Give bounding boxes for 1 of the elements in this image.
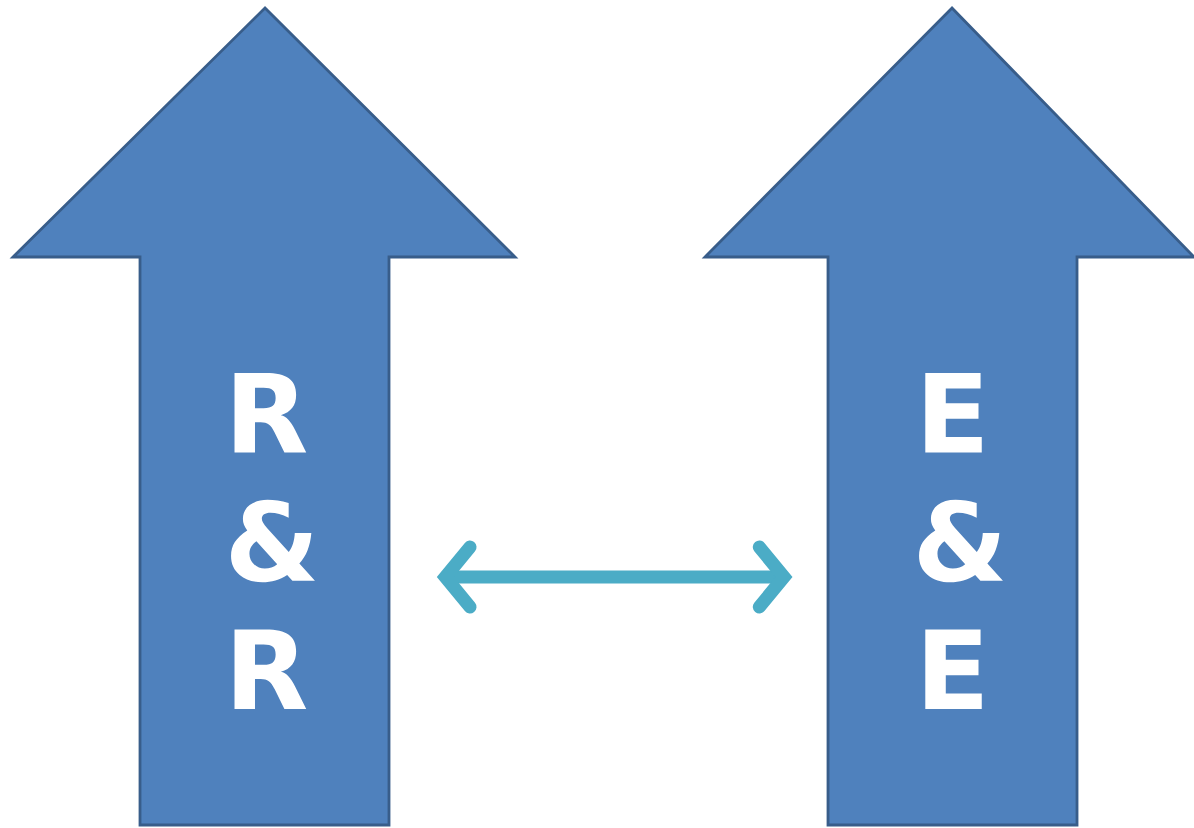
double-arrow — [436, 540, 793, 614]
